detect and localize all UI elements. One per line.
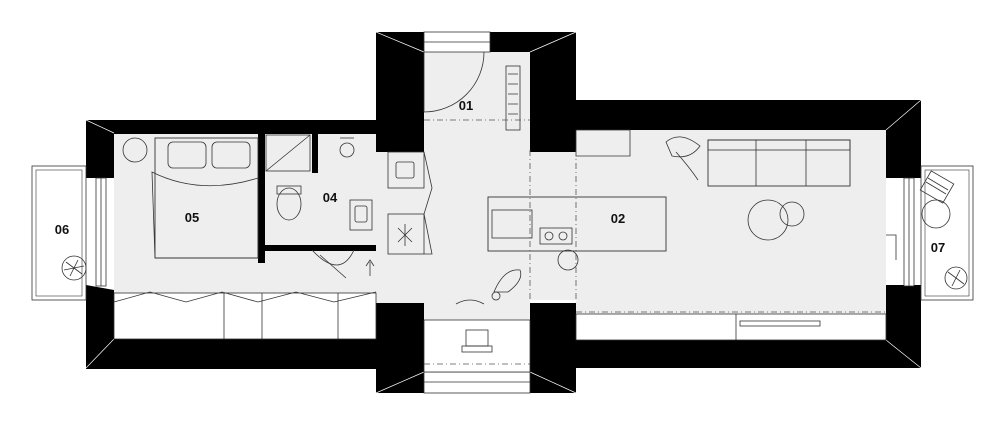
coffee-table-icon — [747, 199, 789, 241]
side-table-icon — [779, 201, 805, 227]
pillow — [167, 141, 207, 169]
table-icon — [921, 199, 951, 229]
nightstand-lamp-icon — [122, 137, 148, 163]
wall-right-bottom — [576, 340, 921, 368]
windows — [95, 31, 915, 394]
lounger-icon — [919, 170, 955, 204]
plant-icon — [665, 136, 701, 181]
shower-head-icon — [339, 142, 355, 158]
balcony-right — [919, 165, 974, 301]
room-label-01: 01 — [459, 98, 473, 113]
walls — [86, 32, 921, 393]
sink — [491, 209, 533, 239]
floor-bath — [264, 133, 376, 250]
dog-icon — [493, 269, 522, 293]
floor-entry — [424, 52, 530, 320]
kitchen-island — [487, 196, 667, 252]
tv-unit — [575, 129, 631, 157]
toilet-icon — [276, 187, 302, 221]
entry-fixtures — [365, 51, 531, 373]
wall-bath-bottom — [258, 245, 376, 251]
room-labels: 01 02 04 05 06 07 — [55, 98, 945, 255]
desk — [423, 319, 531, 373]
wall-right-top — [576, 100, 921, 130]
plant-icon — [944, 266, 968, 290]
wall-center-top-right — [490, 32, 576, 52]
door-swing — [311, 249, 355, 266]
entry-door-swing — [423, 51, 485, 113]
stool-icon — [557, 249, 579, 271]
room-label-05: 05 — [185, 210, 199, 225]
washbasin — [349, 199, 373, 231]
wall-bath-left — [258, 133, 265, 263]
chair-icon — [455, 299, 485, 305]
wall-bath-mid — [312, 133, 318, 173]
wall-left-bottom — [86, 339, 376, 369]
wardrobe — [113, 292, 377, 340]
sofa — [707, 139, 851, 187]
pillow — [211, 141, 251, 169]
room-label-04: 04 — [323, 190, 338, 205]
wall-right-top-corner — [886, 100, 921, 178]
cabinet — [387, 151, 425, 189]
bedroom-furniture — [113, 137, 377, 340]
shower-tray — [265, 134, 311, 172]
plant-icon — [61, 255, 87, 281]
cooktop — [539, 227, 573, 245]
room-label-06: 06 — [55, 222, 69, 237]
living-furniture — [487, 129, 897, 341]
wall-bevels — [85, 31, 922, 394]
balcony-left — [31, 165, 87, 301]
shoe-rack — [505, 65, 521, 131]
room-label-02: 02 — [611, 211, 625, 226]
bed — [154, 137, 259, 259]
cabinet — [387, 213, 425, 255]
wall-left-top-corner — [86, 120, 114, 178]
sideboard — [575, 313, 887, 341]
room-label-07: 07 — [931, 240, 945, 255]
wall-left-top — [86, 120, 376, 134]
bathroom-fixtures — [265, 134, 373, 279]
floor-corridor-left — [376, 133, 424, 303]
